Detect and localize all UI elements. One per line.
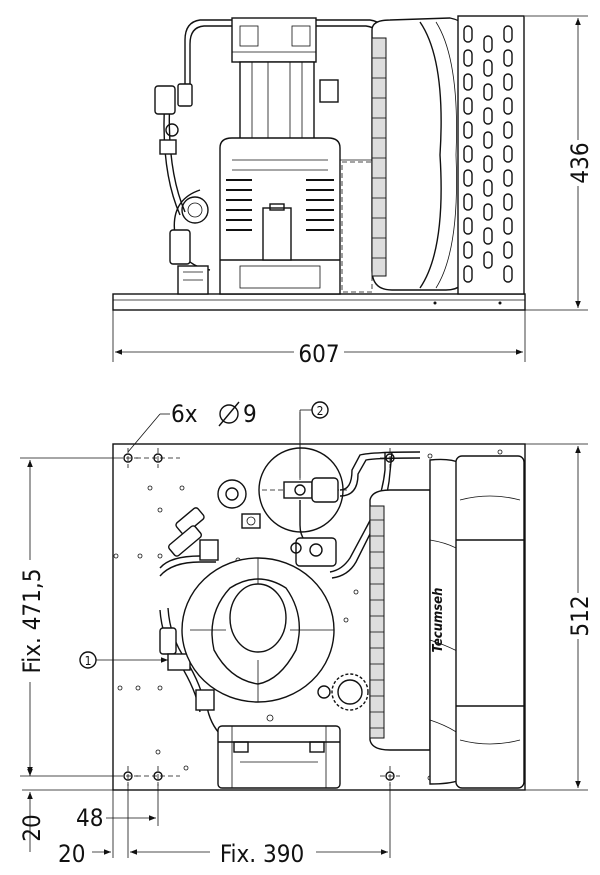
service-valves: [154, 83, 209, 295]
callout-1: 1: [79, 651, 168, 669]
fan-guard-slot: [503, 25, 513, 43]
fan-guard-slot: [463, 121, 473, 139]
diameter-symbol: [218, 401, 240, 427]
fan-guard-slots: [463, 25, 513, 283]
fan-guard-slot: [463, 73, 473, 91]
fan-guard-slot: [503, 241, 513, 259]
receiver-block: [231, 17, 339, 141]
fan-guard-slot: [503, 193, 513, 211]
fan-guard-slot: [463, 97, 473, 115]
fan-top-housing: [455, 455, 525, 789]
dim-fix-width: 20 Fix. 390: [58, 784, 391, 868]
fan-guard-slot: [503, 169, 513, 187]
dim-fix-390-label: Fix. 390: [220, 840, 304, 868]
fan-guard-slot: [463, 169, 473, 187]
dim-20-horizontal-label: 20: [58, 840, 85, 868]
top-base-plate: [112, 443, 526, 791]
dim-512-label: 512: [566, 595, 594, 636]
terminal-box-top: [217, 725, 341, 789]
base-plate: [112, 293, 526, 311]
fan-guard: [457, 15, 525, 295]
top-service-valves: [159, 507, 219, 711]
hole-diameter-label: 9: [243, 400, 257, 428]
fan-guard-slot: [483, 179, 493, 197]
holes-count-label: 6x: [171, 400, 198, 428]
side-view: 436 607: [112, 15, 594, 368]
fan-guard-slot: [463, 145, 473, 163]
fan-guard-slot: [463, 241, 473, 259]
fan-guard-slot: [503, 265, 513, 283]
fan-guard-slot: [483, 35, 493, 53]
compressor-fins: [226, 179, 334, 231]
dim-fix-height: Fix. 471,5: [16, 457, 118, 777]
accumulator: [217, 479, 261, 529]
dim-607-label: 607: [298, 340, 339, 368]
fan-brand-label: Tecumseh: [431, 588, 446, 653]
condenser-side: [371, 15, 525, 295]
dim-20-vertical-label: 20: [18, 814, 46, 841]
dim-hole-offset: 48: [76, 784, 159, 858]
fan-guard-slot: [503, 145, 513, 163]
callout-2-label: 2: [317, 404, 324, 418]
callout-2: 2: [299, 401, 329, 480]
fan-guard-slot: [483, 155, 493, 173]
compressor-top: [181, 537, 337, 703]
fan-guard-slot: [483, 227, 493, 245]
compressor-side: [219, 137, 341, 295]
fan-guard-slot: [503, 97, 513, 115]
fan-guard-slot: [483, 83, 493, 101]
fan-guard-slot: [483, 203, 493, 221]
fan-guard-slot: [483, 107, 493, 125]
gear: [317, 673, 369, 711]
callout-1-label: 1: [85, 654, 92, 668]
dim-width-side: 607: [112, 310, 526, 368]
dim-436-label: 436: [566, 142, 594, 183]
fan-guard-slot: [463, 217, 473, 235]
dim-48-label: 48: [76, 804, 103, 832]
fan-guard-slot: [463, 193, 473, 211]
dim-height-side: 436: [525, 15, 594, 311]
dim-fix-471-label: Fix. 471,5: [18, 569, 46, 674]
dim-depth: 512: [525, 443, 594, 791]
fan-guard-slot: [483, 251, 493, 269]
fan-guard-slot: [463, 265, 473, 283]
fan-guard-slot: [463, 25, 473, 43]
fan-guard-slot: [503, 49, 513, 67]
top-view: Tecumseh 6x 9 2 1: [16, 400, 594, 868]
fan-guard-slot: [503, 217, 513, 235]
dim-offset-y: 20: [18, 768, 113, 852]
fan-guard-slot: [463, 49, 473, 67]
fan-guard-slot: [503, 121, 513, 139]
fan-guard-slot: [483, 59, 493, 77]
hole-callout: 6x 9: [127, 400, 257, 453]
fan-guard-slot: [483, 131, 493, 149]
condenser-top: Tecumseh: [369, 455, 525, 789]
fan-guard-slot: [503, 73, 513, 91]
